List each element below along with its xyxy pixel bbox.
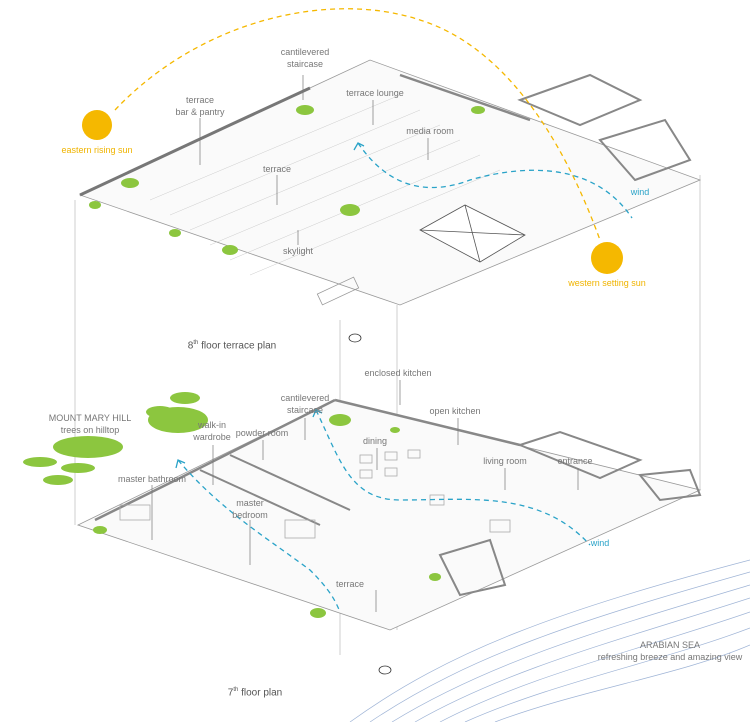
upper-plan-title: 8th floor terrace plan bbox=[187, 340, 277, 352]
label-powder-room: powder room bbox=[235, 428, 289, 438]
label-western-sun: western setting sun bbox=[568, 278, 646, 288]
lower-plants bbox=[93, 414, 441, 618]
label-open-kitchen: open kitchen bbox=[429, 406, 481, 416]
label-pointers bbox=[151, 75, 579, 612]
label-master-bathroom: master bathroom bbox=[117, 474, 187, 484]
north-arrow-icons bbox=[348, 333, 392, 675]
label-upper-terrace: terrace bbox=[262, 164, 292, 174]
lower-floor-plan bbox=[76, 398, 702, 631]
western-sun-icon bbox=[591, 242, 623, 274]
upper-plants bbox=[89, 105, 485, 255]
label-lower-terrace: terrace bbox=[335, 579, 365, 589]
label-skylight: skylight bbox=[282, 246, 314, 256]
label-media-room: media room bbox=[406, 126, 454, 136]
label-lower-wind: wind bbox=[590, 538, 610, 548]
upper-floor-plan bbox=[78, 59, 702, 306]
label-terrace-lounge: terrace lounge bbox=[346, 88, 404, 98]
wind-arrowheads bbox=[175, 142, 365, 469]
sea-waves bbox=[349, 559, 750, 722]
hill-trees bbox=[23, 392, 208, 485]
label-living-room: living room bbox=[483, 456, 527, 466]
eastern-sun-icon bbox=[82, 110, 112, 140]
sun-path bbox=[114, 8, 601, 241]
label-enclosed-kitchen: enclosed kitchen bbox=[364, 368, 432, 378]
label-eastern-sun: eastern rising sun bbox=[61, 145, 133, 155]
lower-plan-title: 7th floor plan bbox=[227, 687, 283, 699]
label-upper-wind: wind bbox=[630, 187, 650, 197]
wind-paths bbox=[177, 142, 633, 613]
label-entrance: entrance bbox=[557, 456, 593, 466]
label-dining: dining bbox=[362, 436, 388, 446]
